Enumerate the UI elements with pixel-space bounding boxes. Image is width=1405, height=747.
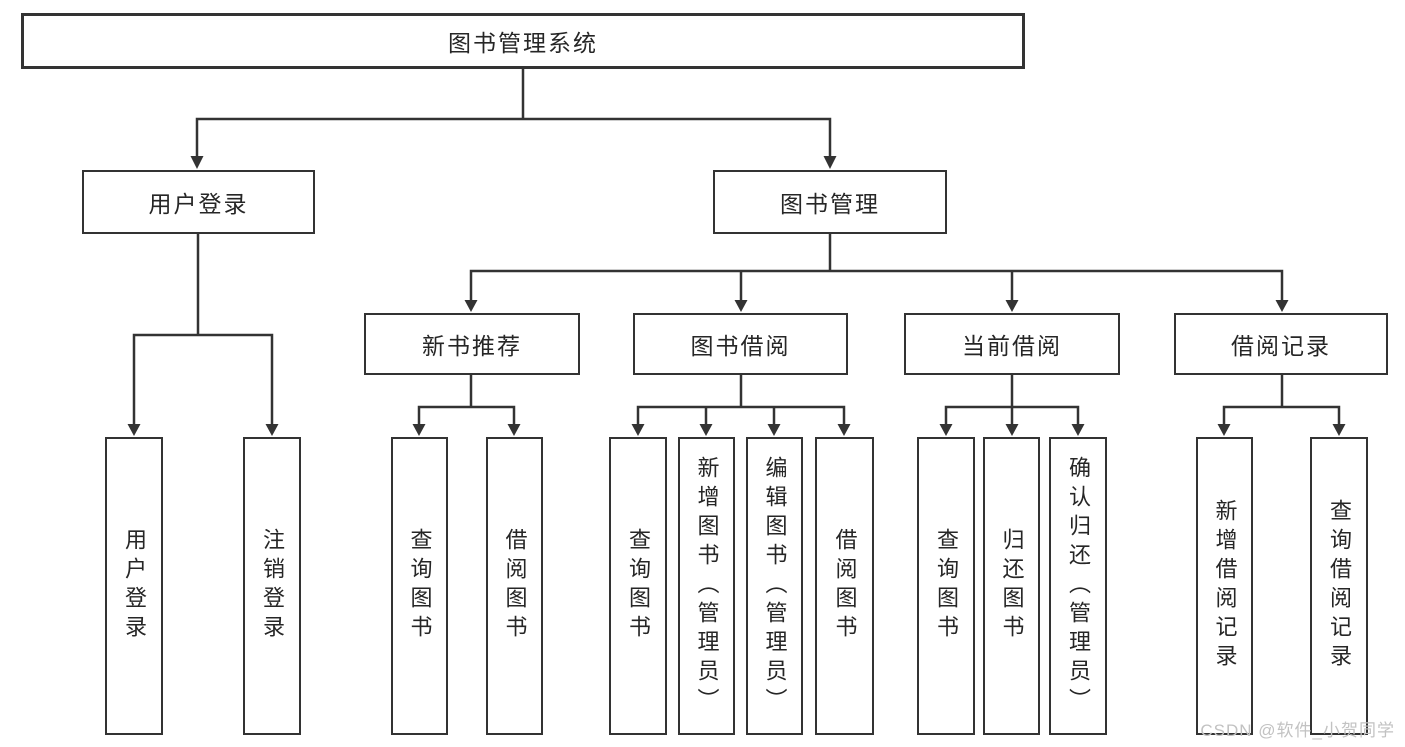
arrowhead-icon	[1217, 424, 1346, 436]
node-book-management: 图书管理	[713, 170, 947, 234]
node-label: 图书管理系统	[448, 30, 598, 56]
arrowhead-icon	[939, 424, 1085, 436]
leaf-confirm-return-admin: 确认归还（管理员）	[1049, 437, 1107, 735]
node-label: 查询图书	[934, 528, 959, 644]
leaf-user-login: 用户登录	[105, 437, 163, 735]
connector-line	[469, 232, 1284, 302]
node-label: 查询图书	[407, 528, 433, 644]
arrowhead-icon	[127, 424, 279, 436]
node-label: 用户登录	[148, 191, 249, 217]
connector-line	[944, 373, 1080, 426]
node-label: 图书借阅	[690, 333, 791, 359]
connector-line	[636, 373, 846, 426]
leaf-return-book: 归还图书	[983, 437, 1040, 735]
leaf-query-borrow-record: 查询借阅记录	[1310, 437, 1368, 735]
node-root-system: 图书管理系统	[21, 13, 1025, 69]
node-label: 查询图书	[626, 528, 651, 644]
arrowhead-icon	[631, 424, 851, 436]
node-current-borrow: 当前借阅	[904, 313, 1120, 375]
node-label: 新增借阅记录	[1212, 499, 1238, 673]
leaf-add-borrow-record: 新增借阅记录	[1196, 437, 1253, 735]
node-label: 当前借阅	[962, 333, 1062, 359]
node-label: 借阅图书	[832, 528, 858, 644]
leaf-query-books-3: 查询图书	[917, 437, 975, 735]
node-user-login: 用户登录	[82, 170, 315, 234]
connector-borrowrecords-to-leaves	[1217, 373, 1346, 436]
node-label: 借阅记录	[1231, 333, 1331, 359]
connector-root-to-level1	[190, 67, 837, 169]
node-label: 查询借阅记录	[1327, 499, 1352, 673]
node-label: 用户登录	[122, 528, 147, 644]
node-label: 新增图书（管理员）	[694, 455, 720, 717]
node-label: 新书推荐	[422, 333, 522, 359]
node-label: 编辑图书（管理员）	[762, 455, 788, 717]
leaf-borrow-books-1: 借阅图书	[486, 437, 543, 735]
leaf-add-book-admin: 新增图书（管理员）	[678, 437, 735, 735]
node-borrow-records: 借阅记录	[1174, 313, 1388, 375]
arrowhead-icon	[464, 300, 1289, 312]
arrowhead-icon	[412, 424, 521, 436]
leaf-query-books-1: 查询图书	[391, 437, 448, 735]
leaf-query-books-2: 查询图书	[609, 437, 667, 735]
leaf-logout: 注销登录	[243, 437, 301, 735]
connector-line	[1222, 373, 1341, 426]
connector-bookborrow-to-leaves	[631, 373, 851, 436]
node-book-borrow: 图书借阅	[633, 313, 848, 375]
connector-bookmgmt-to-level2	[464, 232, 1289, 312]
node-label: 图书管理	[780, 191, 880, 217]
node-new-book-recommend: 新书推荐	[364, 313, 580, 375]
connector-line	[195, 67, 832, 158]
leaf-edit-book-admin: 编辑图书（管理员）	[746, 437, 803, 735]
connector-currentborrow-to-leaves	[939, 373, 1085, 436]
connector-line	[132, 232, 274, 426]
connector-line	[417, 373, 516, 426]
node-label: 归还图书	[999, 528, 1025, 644]
csdn-watermark: CSDN @软件_小贺同学	[1200, 721, 1395, 740]
node-label: 确认归还（管理员）	[1066, 455, 1091, 717]
connector-newbooks-to-leaves	[412, 373, 521, 436]
arrowhead-icon	[190, 156, 837, 169]
connector-userlogin-to-leaves	[127, 232, 279, 436]
leaf-borrow-books-2: 借阅图书	[815, 437, 874, 735]
node-label: 借阅图书	[502, 528, 528, 644]
node-label: 注销登录	[260, 528, 285, 644]
